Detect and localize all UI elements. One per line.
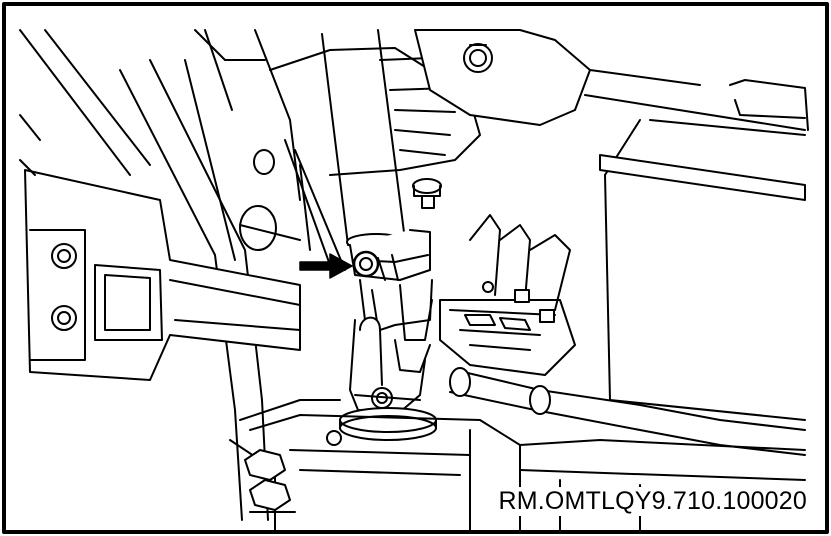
gearbox-flange — [339, 407, 437, 441]
left-bracket — [24, 169, 301, 381]
bottom-bolts — [244, 449, 296, 513]
frame-boss — [239, 139, 346, 271]
selector-block — [439, 299, 576, 376]
lower-yoke — [349, 316, 426, 413]
selector-forks — [469, 214, 571, 311]
figure-reference-code: RM.OMTLQY9.710.100020 — [496, 487, 809, 516]
callout-arrow-icon — [299, 253, 353, 279]
cable-line — [449, 367, 806, 456]
housing-bolt — [412, 178, 442, 209]
steering-shaft — [321, 29, 406, 251]
upper-panel — [19, 29, 266, 176]
pinch-bolt — [352, 250, 380, 278]
right-top-plate — [599, 79, 809, 421]
upper-bracket — [414, 29, 806, 131]
